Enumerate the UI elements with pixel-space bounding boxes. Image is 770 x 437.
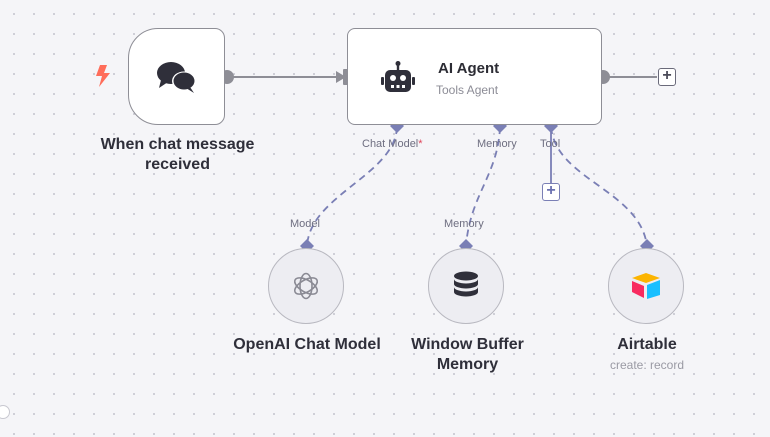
agent-subtitle: Tools Agent <box>436 83 499 97</box>
required-marker: * <box>418 138 423 150</box>
openai-icon <box>293 272 319 300</box>
port-label-memory: Memory <box>477 138 517 150</box>
agent-title: AI Agent <box>438 60 500 77</box>
database-icon <box>454 271 478 297</box>
airtable-node-label: Airtable <box>617 336 677 353</box>
openai-port-label: Model <box>290 218 320 230</box>
airtable-node[interactable] <box>608 248 684 324</box>
robot-icon <box>381 61 415 92</box>
chat-trigger-node[interactable] <box>128 28 225 125</box>
trigger-label-line2: received <box>145 156 210 173</box>
connection-arrowhead <box>336 71 346 83</box>
memory-label-line1: Window Buffer <box>411 336 524 353</box>
port-label-chat-model-text: Chat Model <box>362 138 419 150</box>
port-label-chat-model: Chat Model* <box>362 138 423 150</box>
connection-memory[interactable] <box>465 126 501 247</box>
window-buffer-memory-node[interactable] <box>428 248 504 324</box>
openai-node-label: OpenAI Chat Model <box>233 336 381 353</box>
chat-bubbles-icon <box>156 61 196 93</box>
memory-node-label: Window Buffer Memory <box>395 335 540 375</box>
canvas-control-knob[interactable] <box>0 405 10 419</box>
trigger-label: When chat message received <box>95 135 260 175</box>
trigger-label-line1: When chat message <box>100 136 255 153</box>
memory-label-line2: Memory <box>436 356 499 373</box>
connection-tool-airtable[interactable] <box>550 126 648 247</box>
lightning-bolt-icon <box>96 65 110 87</box>
openai-chat-model-node[interactable] <box>268 248 344 324</box>
add-node-button[interactable]: + <box>658 68 676 86</box>
connection-chat-model[interactable] <box>306 126 398 247</box>
ai-agent-node[interactable]: AI Agent Tools Agent <box>347 28 602 125</box>
memory-port-label: Memory <box>444 218 484 230</box>
port-label-tool: Tool <box>540 138 561 150</box>
airtable-icon <box>632 273 660 299</box>
add-tool-button[interactable]: + <box>542 183 560 201</box>
airtable-node-subtitle: create: record <box>609 358 685 372</box>
